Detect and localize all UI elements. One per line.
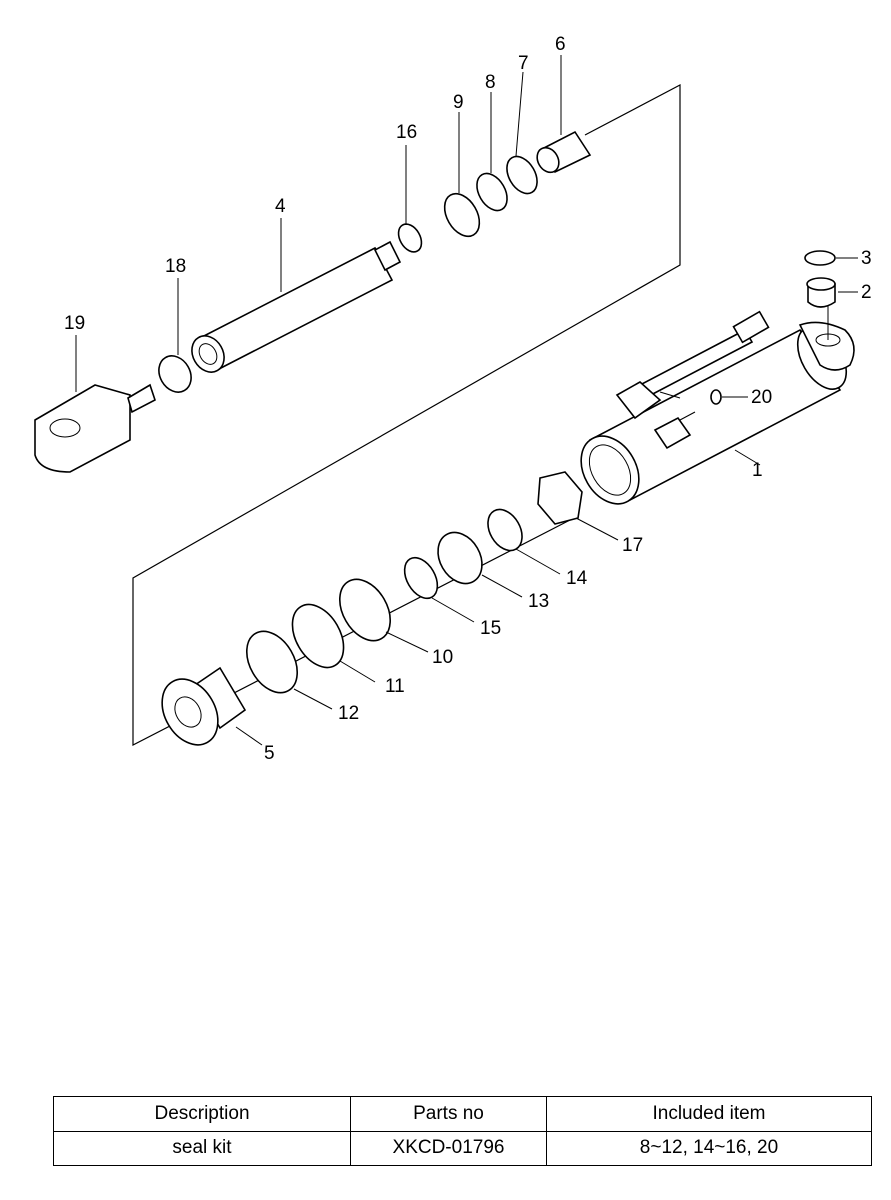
callout-10: 10 xyxy=(432,647,453,668)
parts-table: Description Parts no Included item seal … xyxy=(53,1096,872,1166)
callout-17: 17 xyxy=(622,535,643,556)
part-20-o-ring xyxy=(710,389,722,405)
callout-18: 18 xyxy=(165,256,186,277)
callout-20: 20 xyxy=(751,387,772,408)
header-included-item: Included item xyxy=(546,1096,872,1132)
part-5-rod-cover xyxy=(161,666,247,746)
callout-2: 2 xyxy=(861,282,872,303)
part-13-piston xyxy=(437,531,483,585)
part-2-bushing xyxy=(806,277,836,308)
callout-4: 4 xyxy=(275,196,286,217)
part-1-cylinder-tube xyxy=(580,300,855,505)
table-row: seal kit XKCD-01796 8~12, 14~16, 20 xyxy=(53,1130,872,1166)
callout-15: 15 xyxy=(480,618,501,639)
part-10-seal xyxy=(338,578,392,642)
callout-5: 5 xyxy=(264,743,275,764)
leader-lines xyxy=(75,55,858,746)
header-parts-no: Parts no xyxy=(350,1096,547,1132)
callout-6: 6 xyxy=(555,34,566,55)
callout-1: 1 xyxy=(752,460,763,481)
cell-description: seal kit xyxy=(53,1130,351,1166)
callout-13: 13 xyxy=(528,591,549,612)
part-12-seal xyxy=(245,630,299,694)
cell-included-item: 8~12, 14~16, 20 xyxy=(546,1130,872,1166)
part-8-ring xyxy=(476,172,508,212)
part-14-seal xyxy=(487,508,523,552)
part-4-piston-rod xyxy=(191,240,402,373)
callout-3: 3 xyxy=(861,248,872,269)
cell-parts-no: XKCD-01796 xyxy=(350,1130,547,1166)
part-7-ring xyxy=(506,155,538,195)
callout-8: 8 xyxy=(485,72,496,93)
callout-14: 14 xyxy=(566,568,588,589)
part-19-rod-clevis xyxy=(34,383,156,473)
callout-11: 11 xyxy=(385,676,405,697)
callout-19: 19 xyxy=(64,313,85,334)
part-11-seal xyxy=(291,603,345,669)
header-description: Description xyxy=(53,1096,351,1132)
callout-16: 16 xyxy=(396,122,417,143)
table-header-row: Description Parts no Included item xyxy=(53,1096,872,1132)
callout-12: 12 xyxy=(338,703,359,724)
part-3-snap-ring xyxy=(804,250,836,266)
part-18-nut xyxy=(158,355,192,393)
part-15-seal xyxy=(403,556,439,600)
part-6-sleeve xyxy=(536,130,592,174)
callout-7: 7 xyxy=(518,53,529,74)
part-16-o-ring xyxy=(397,223,423,253)
part-9-ring xyxy=(443,192,481,238)
callout-9: 9 xyxy=(453,92,464,113)
exploded-parts-diagram: 1 2 3 4 5 6 7 8 9 10 11 12 13 14 15 16 1… xyxy=(34,34,872,764)
part-17-lock-nut xyxy=(537,471,583,525)
